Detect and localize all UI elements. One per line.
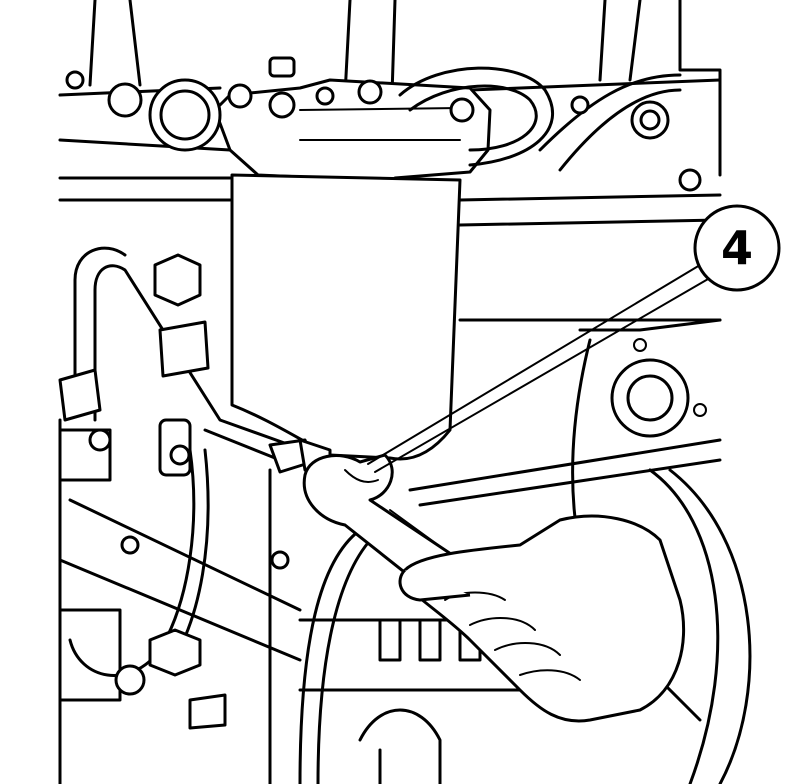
hand (398, 514, 686, 723)
callout-4: 4 (367, 204, 781, 473)
fuel-filter (213, 56, 492, 461)
engine-block (58, 0, 752, 784)
callout-leader-line-2 (374, 274, 716, 473)
fittings (65, 70, 702, 730)
callout-circle (693, 204, 781, 292)
callout-leader-line (367, 261, 706, 465)
callout-label: 4 (721, 221, 753, 275)
